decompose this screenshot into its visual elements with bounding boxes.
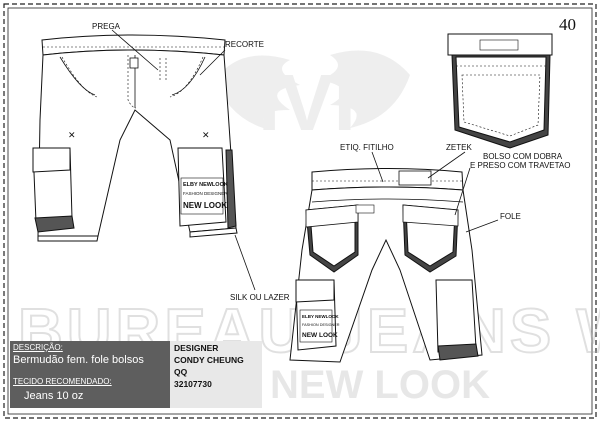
tecido-label: TECIDO RECOMENDADO: bbox=[13, 377, 112, 386]
callout-prega: PREGA bbox=[92, 22, 121, 31]
callout-fole: FOLE bbox=[500, 212, 521, 221]
back-right-cargo bbox=[435, 279, 477, 353]
svg-text:NEW LOOK: NEW LOOK bbox=[302, 332, 338, 339]
wing-right bbox=[320, 50, 410, 128]
callout-zetek: ZETEK bbox=[446, 143, 472, 152]
inner-frame bbox=[7, 7, 593, 415]
wing-left bbox=[215, 55, 300, 130]
front-print-art: ELBY NEWLOOK FASHION DESIGNER NEW LOOK bbox=[180, 177, 228, 215]
tecido-value: Jeans 10 oz bbox=[24, 390, 84, 402]
watermark-letters: IVI bbox=[258, 58, 356, 147]
designer-panel bbox=[170, 341, 262, 408]
svg-text:FASHION DESIGNER: FASHION DESIGNER bbox=[302, 323, 340, 327]
svg-text:✕: ✕ bbox=[202, 130, 210, 140]
callout-silk: SILK OU LAZER bbox=[230, 293, 290, 302]
descricao-label: DESCRIÇÃO: bbox=[13, 343, 63, 352]
back-yoke bbox=[311, 198, 464, 203]
callout-etiq: ETIQ. FITILHO bbox=[340, 143, 394, 152]
callout-recorte: RECORTE bbox=[225, 40, 264, 49]
watermark-sub: NEW LOOK bbox=[270, 363, 490, 407]
descricao-value: Bermudão fem. fole bolsos bbox=[13, 354, 144, 366]
designer-label: DESIGNER bbox=[174, 343, 219, 353]
svg-text:ELBY NEWLOOK: ELBY NEWLOOK bbox=[302, 314, 339, 319]
back-print-art: ELBY NEWLOOK FASHION DESIGNER NEW LOOK bbox=[299, 309, 340, 343]
page-number: 40 bbox=[559, 15, 576, 34]
print-line2: FASHION DESIGNER bbox=[183, 191, 228, 196]
qq-value: 32107730 bbox=[174, 379, 212, 389]
outer-frame bbox=[3, 3, 597, 419]
print-line1: ELBY NEWLOOK bbox=[183, 182, 228, 188]
pocket-detail bbox=[447, 33, 553, 149]
callout-bolso-2: E PRESO COM TRAVETAO bbox=[470, 161, 571, 170]
svg-text:✕: ✕ bbox=[68, 130, 76, 140]
qq-label: QQ bbox=[174, 367, 188, 377]
callout-bolso-1: BOLSO COM DOBRA bbox=[483, 152, 563, 161]
callout-arrows bbox=[111, 29, 499, 291]
designer-name: CONDY CHEUNG bbox=[174, 355, 244, 365]
print-line3: NEW LOOK bbox=[183, 201, 227, 210]
